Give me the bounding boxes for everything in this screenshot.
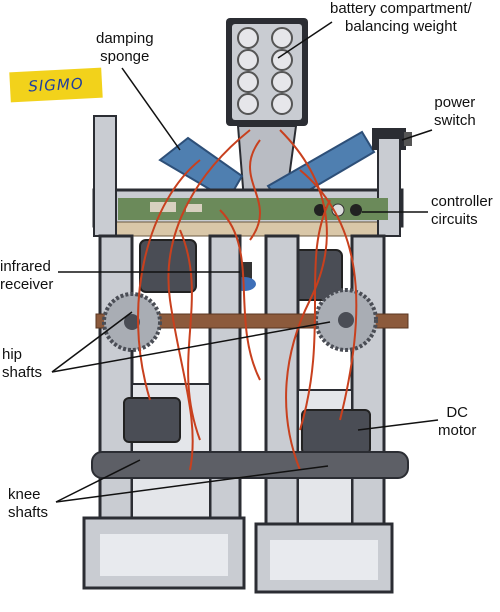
logo-text: SIGMO (27, 74, 85, 96)
gear-right (314, 288, 378, 352)
label-damping-sponge: damping sponge (96, 30, 154, 65)
battery-cell (271, 49, 293, 71)
battery-cell (237, 49, 259, 71)
battery-cell (271, 71, 293, 93)
label-power-switch: power switch (434, 94, 476, 129)
leader-knee-right (55, 465, 329, 503)
leader-damping-sponge (121, 67, 181, 151)
dc-motor (301, 409, 371, 455)
label-infrared-receiver: infrared receiver (0, 258, 54, 293)
leader-dc-motor (357, 419, 439, 431)
label-controller-circuits: controller circuits (431, 193, 493, 228)
battery-cell (237, 93, 259, 115)
battery-compartment (226, 18, 308, 126)
gear-left (102, 292, 162, 352)
label-knee-shafts: knee shafts (8, 486, 49, 521)
label-battery-compartment: battery compartment/ balancing weight (330, 0, 472, 35)
battery-cell (271, 93, 293, 115)
sigmo-logo: SIGMO (9, 67, 103, 103)
leader-lines (51, 21, 439, 503)
battery-cell (237, 27, 259, 49)
knee-motor-left (123, 397, 181, 443)
damping-sponge-left (158, 136, 244, 202)
knee-shaft (91, 451, 409, 479)
leader-hip-right (51, 321, 331, 373)
leader-knee-left (55, 459, 141, 503)
leader-hip-left (51, 311, 133, 373)
wiring (137, 129, 358, 471)
leader-battery (277, 21, 333, 59)
battery-cell (237, 71, 259, 93)
label-dc-motor: DC motor (438, 404, 477, 439)
battery-cell (271, 27, 293, 49)
label-hip-shafts: hip shafts (2, 346, 43, 381)
leader-power-switch (401, 129, 433, 141)
